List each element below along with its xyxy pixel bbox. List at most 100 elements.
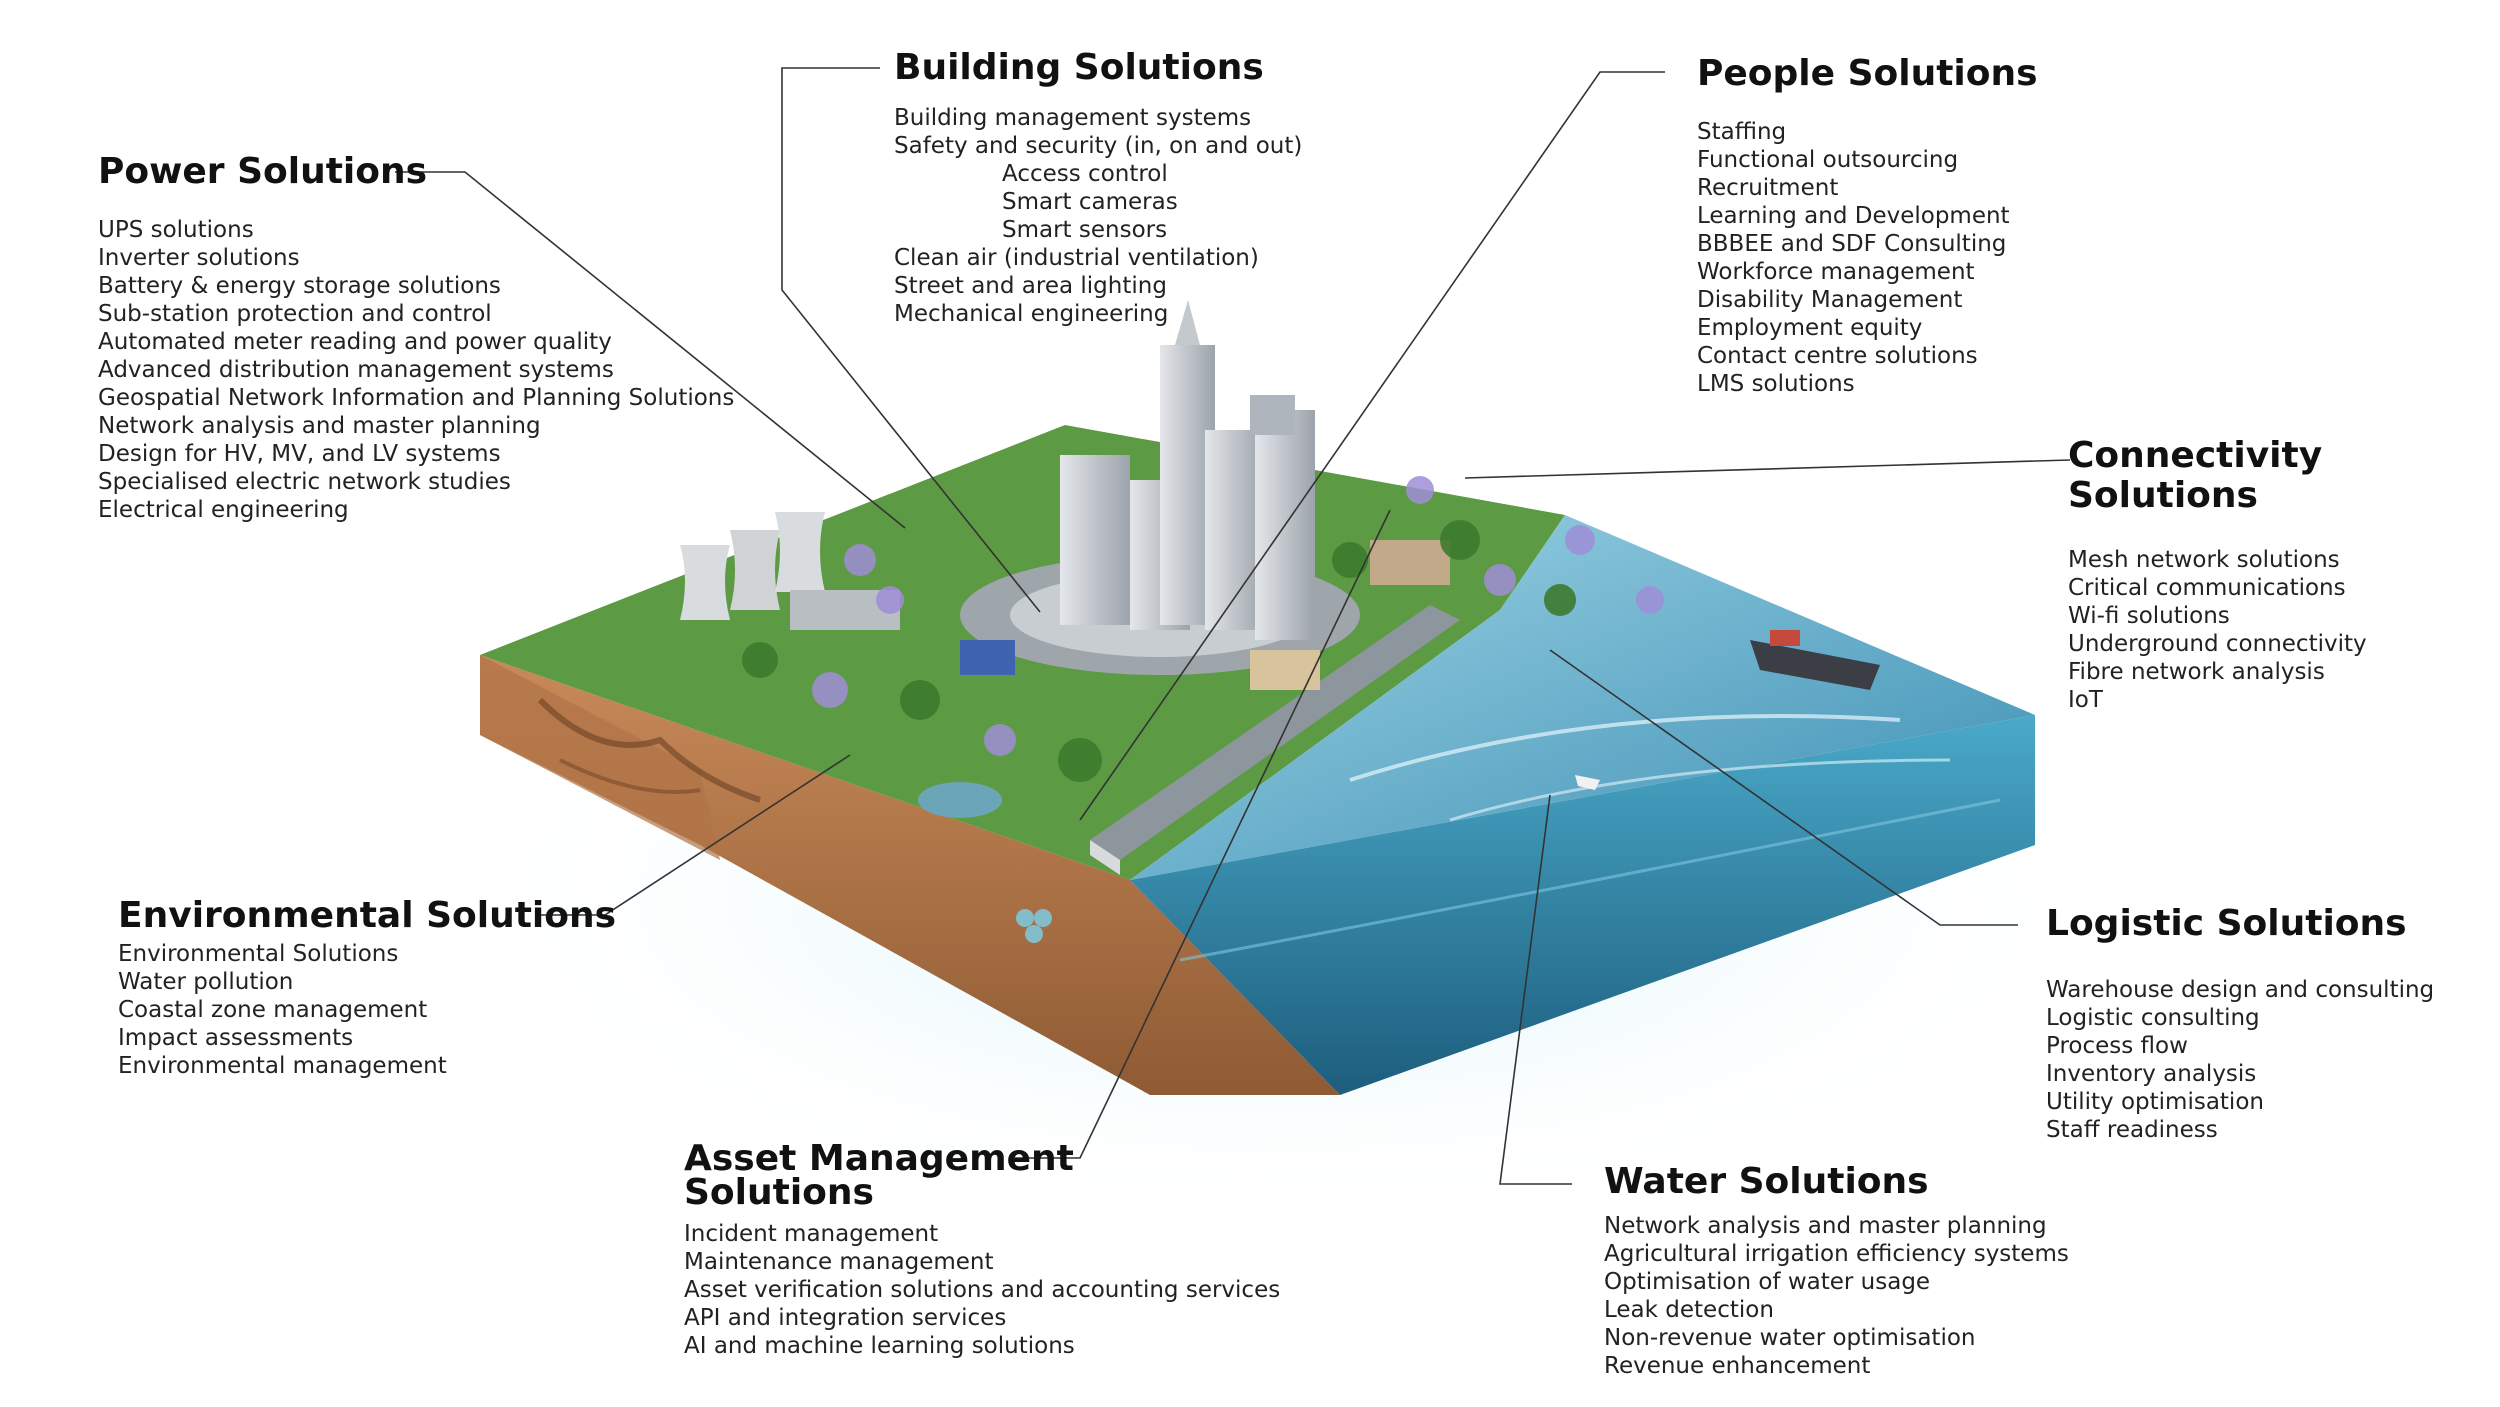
water-leader — [1499, 794, 1572, 1185]
connectivity-title: Connectivity Solutions — [2068, 435, 2323, 516]
highway — [1090, 605, 1460, 860]
power-list: UPS solutions Inverter solutions Battery… — [98, 216, 734, 524]
list-item: BBBEE and SDF Consulting — [1697, 231, 2007, 257]
list-item: Environmental Solutions — [118, 941, 399, 967]
water-cross-section — [1130, 715, 2035, 1095]
people-title: People Solutions — [1697, 53, 2038, 94]
asset-leader — [1015, 509, 1391, 1159]
logistic-title: Logistic Solutions — [2046, 903, 2407, 944]
cargo-ship — [1750, 630, 1880, 690]
list-item: Geospatial Network Information and Plann… — [98, 385, 735, 411]
list-item: Functional outsourcing — [1697, 147, 1959, 173]
list-item: Staffing — [1697, 119, 1787, 145]
list-item: Critical communications — [2068, 575, 2346, 601]
blue-house — [960, 640, 1015, 675]
list-item: Clean air (industrial ventilation) — [894, 245, 1259, 271]
list-item: Contact centre solutions — [1697, 343, 1978, 369]
skyscrapers — [1060, 300, 1315, 640]
list-item: AI and machine learning solutions — [684, 1333, 1075, 1359]
asset-title-line2: Solutions — [684, 1172, 874, 1213]
water-surface — [1130, 515, 2035, 880]
building-solutions: Building Solutions Building management s… — [894, 48, 1302, 328]
list-item: IoT — [2068, 687, 2103, 713]
power-title: Power Solutions — [98, 151, 428, 192]
list-item: Water pollution — [118, 969, 294, 995]
list-item: Network analysis and master planning — [98, 413, 541, 439]
list-item: Incident management — [684, 1221, 939, 1247]
connectivity-leader — [1464, 459, 2071, 479]
list-item: Inventory analysis — [2046, 1061, 2257, 1087]
cooling-towers — [680, 512, 900, 630]
environmental-solutions: Environmental Solutions Environmental So… — [118, 896, 616, 1080]
list-item: Battery & energy storage solutions — [98, 273, 501, 299]
connectivity-list: Mesh network solutions Critical communic… — [2068, 546, 2500, 714]
list-item: Non-revenue water optimisation — [1604, 1325, 1976, 1351]
asset-management-solutions: Asset Management Solutions Incident mana… — [684, 1141, 1280, 1360]
soil-cross-section — [480, 655, 1340, 1095]
list-item: Specialised electric network studies — [98, 469, 511, 495]
building-title: Building Solutions — [894, 47, 1264, 88]
people-solutions: People Solutions Staffing Functional out… — [1697, 54, 2038, 398]
power-leader — [395, 171, 906, 529]
list-item: Coastal zone management — [118, 997, 428, 1023]
list-item: Revenue enhancement — [1604, 1353, 1871, 1379]
list-subitem: Smart sensors — [1002, 217, 1168, 243]
list-item: LMS solutions — [1697, 371, 1855, 397]
logistic-solutions: Logistic Solutions Warehouse design and … — [2046, 904, 2434, 1144]
water-list: Network analysis and master planning Agr… — [1604, 1212, 2069, 1380]
water-treatment-tank — [918, 782, 1002, 818]
environmental-title: Environmental Solutions — [118, 895, 617, 936]
warehouse — [1370, 540, 1450, 585]
office-block — [1250, 650, 1320, 690]
list-item: Maintenance management — [684, 1249, 994, 1275]
hexagon-logo — [1016, 909, 1052, 943]
list-item: Process flow — [2046, 1033, 2188, 1059]
power-solutions: Power Solutions UPS solutions Inverter s… — [98, 152, 734, 524]
building-list: Building management systems Safety and s… — [894, 104, 1302, 328]
list-item: Electrical engineering — [98, 497, 349, 523]
list-item: Utility optimisation — [2046, 1089, 2264, 1115]
list-item: Wi-fi solutions — [2068, 603, 2230, 629]
list-item: UPS solutions — [98, 217, 254, 243]
list-item: Learning and Development — [1697, 203, 2010, 229]
list-item: Impact assessments — [118, 1025, 354, 1051]
list-item: Building management systems — [894, 105, 1252, 131]
connectivity-solutions: Connectivity Solutions Mesh network solu… — [2068, 436, 2500, 714]
list-item: Environmental management — [118, 1053, 447, 1079]
list-item: Leak detection — [1604, 1297, 1774, 1323]
environmental-leader — [535, 754, 851, 916]
list-item: Staff readiness — [2046, 1117, 2218, 1143]
list-item: Design for HV, MV, and LV systems — [98, 441, 501, 467]
list-item: Disability Management — [1697, 287, 1963, 313]
building-leader — [781, 67, 1041, 613]
list-item: Advanced distribution management systems — [98, 357, 614, 383]
list-item: Workforce management — [1697, 259, 1975, 285]
list-item: Employment equity — [1697, 315, 1923, 341]
logistic-list: Warehouse design and consulting Logistic… — [2046, 976, 2434, 1144]
list-item: Automated meter reading and power qualit… — [98, 329, 612, 355]
list-item: API and integration services — [684, 1305, 1007, 1331]
asset-title: Asset Management Solutions — [684, 1141, 1280, 1213]
list-item: Network analysis and master planning — [1604, 1213, 2047, 1239]
asset-title-line1: Asset Management — [684, 1138, 1074, 1179]
list-item: Inverter solutions — [98, 245, 300, 271]
list-item: Logistic consulting — [2046, 1005, 2260, 1031]
leader-lines — [395, 67, 2071, 1185]
list-item: Warehouse design and consulting — [2046, 977, 2435, 1003]
list-subitem: Smart cameras — [1002, 189, 1178, 215]
small-boat — [1575, 775, 1600, 790]
list-item: Underground connectivity — [2068, 631, 2367, 657]
people-leader — [1079, 71, 1665, 821]
list-item: Asset verification solutions and account… — [684, 1277, 1281, 1303]
asset-list: Incident management Maintenance manageme… — [684, 1220, 1280, 1360]
logistic-leader — [1549, 649, 2018, 926]
list-item: Sub-station protection and control — [98, 301, 492, 327]
list-item: Safety and security (in, on and out) — [894, 133, 1303, 159]
list-item: Agricultural irrigation efficiency syste… — [1604, 1241, 2069, 1267]
list-item: Fibre network analysis — [2068, 659, 2325, 685]
water-solutions: Water Solutions Network analysis and mas… — [1604, 1162, 2069, 1380]
list-item: Optimisation of water usage — [1604, 1269, 1931, 1295]
list-item: Street and area lighting — [894, 273, 1167, 299]
list-item: Recruitment — [1697, 175, 1839, 201]
list-item: Mesh network solutions — [2068, 547, 2340, 573]
